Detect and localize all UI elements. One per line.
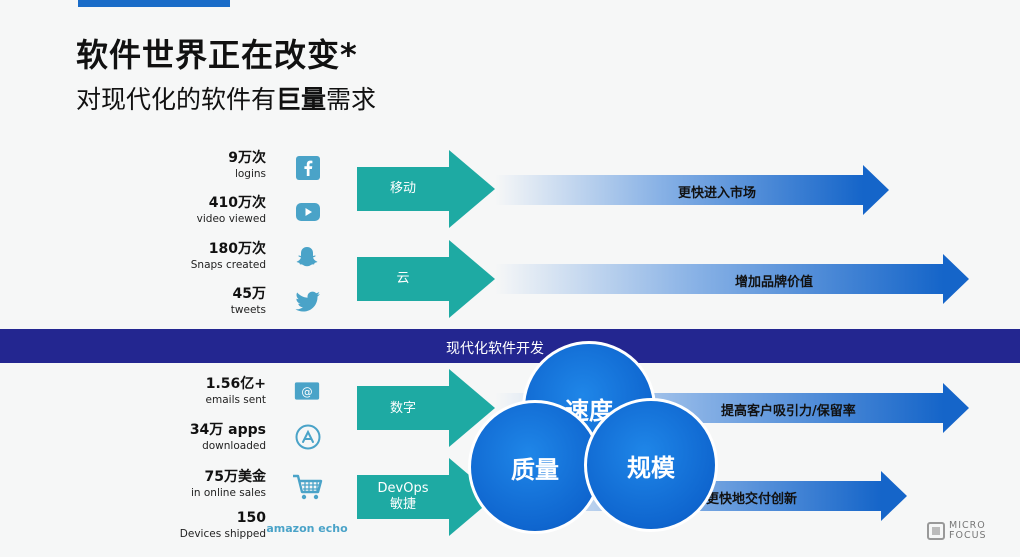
arrow-digital xyxy=(357,386,449,430)
arrow-customer-retention-tip xyxy=(943,383,969,433)
micro-focus-mark-icon xyxy=(927,522,945,540)
slide-title: 软件世界正在改变* xyxy=(76,36,358,74)
circle-quality: 质量 xyxy=(468,400,602,534)
stat-emails-sent: 1.56亿+emails sent xyxy=(205,376,266,406)
shopping-cart-icon xyxy=(291,472,323,502)
arrow-mobile xyxy=(357,167,449,211)
svg-text:@: @ xyxy=(301,385,312,398)
arrow-devops xyxy=(357,475,449,519)
circle-scale: 规模 xyxy=(584,398,718,532)
modern-dev-band xyxy=(0,329,1020,363)
arrow-cloud-tip xyxy=(449,240,495,318)
arrow-time-to-market-label: 更快进入市场 xyxy=(678,186,757,201)
arrow-time-to-market xyxy=(495,175,863,205)
amazon-echo-logo: amazon echo xyxy=(266,521,348,535)
arrow-brand-value-label: 增加品牌价值 xyxy=(735,275,814,290)
top-accent-bar xyxy=(78,0,230,7)
arrow-mobile-label: 移动 xyxy=(389,181,416,196)
arrow-mobile-tip xyxy=(449,150,495,228)
facebook-icon xyxy=(295,155,321,181)
modern-dev-band-label: 现代化软件开发 xyxy=(446,341,544,357)
slide-subtitle: 对现代化的软件有巨量需求 xyxy=(76,85,377,114)
arrow-cloud-label: 云 xyxy=(396,271,410,286)
arrow-time-to-market-tip xyxy=(863,165,889,215)
arrow-innovation-tip xyxy=(881,471,907,521)
arrow-brand-value xyxy=(495,264,943,294)
arrow-cloud xyxy=(357,257,449,301)
youtube-icon xyxy=(295,199,321,225)
arrow-innovation-label: 更快地交付创新 xyxy=(706,492,798,507)
arrow-customer-retention-label: 提高客户吸引力/保留率 xyxy=(721,404,856,419)
app-store-icon xyxy=(295,424,321,450)
arrow-brand-value-tip xyxy=(943,254,969,304)
arrow-digital-label: 数字 xyxy=(389,401,416,416)
twitter-icon xyxy=(295,289,321,315)
snapchat-icon xyxy=(294,244,320,270)
email-icon: @ xyxy=(294,378,320,404)
